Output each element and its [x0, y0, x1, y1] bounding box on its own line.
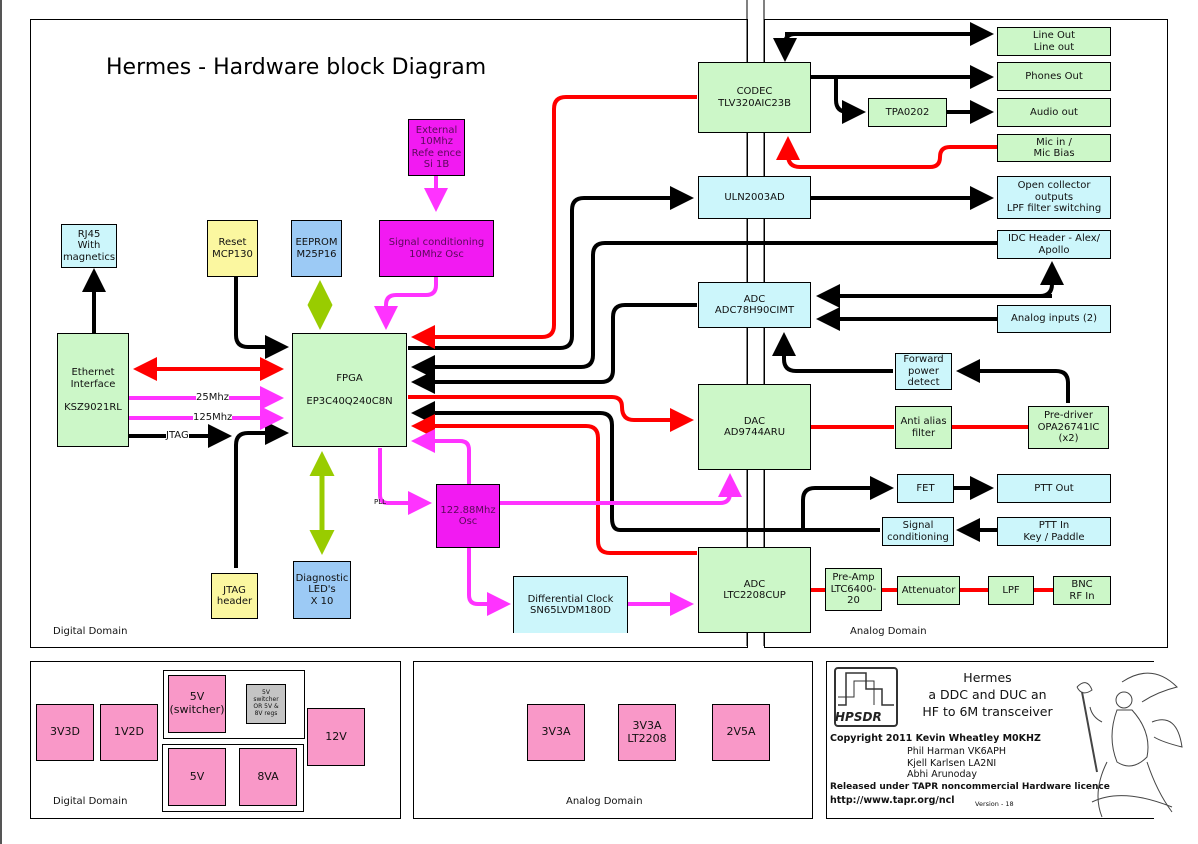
waveform-icon [838, 672, 894, 706]
ethernet-block[interactable]: Ethernet Interface KSZ9021RL [57, 333, 129, 447]
analog-power-frame [413, 661, 813, 819]
power-note: 5V switcher OR 5V & 8V regs [246, 684, 286, 724]
forward-power-block[interactable]: Forward power detect [895, 353, 952, 390]
signal-conditioning-osc-block[interactable]: Signal conditioning 10Mhz Osc [379, 220, 494, 277]
adc-fast-block[interactable]: ADC LTC2208CUP [698, 547, 811, 633]
rf-wires [133, 95, 1055, 592]
power-5v-switcher[interactable]: 5V (switcher) [168, 675, 226, 733]
credits-panel [826, 661, 1154, 819]
audio-out-block[interactable]: Audio out [997, 98, 1111, 127]
analog-inputs-block[interactable]: Analog inputs (2) [997, 305, 1111, 333]
wire-label-125mhz: 125Mhz [193, 412, 233, 423]
power-1v2d[interactable]: 1V2D [100, 704, 158, 761]
attenuator-block[interactable]: Attenuator [897, 576, 960, 605]
power-3v3a[interactable]: 3V3A [527, 704, 585, 761]
hermes-figure-icon [1076, 672, 1183, 818]
open-collector-block[interactable]: Open collector outputs LPF filter switch… [997, 176, 1111, 219]
idc-header-block[interactable]: IDC Header - Alex/ Apollo [997, 230, 1111, 259]
power-8va[interactable]: 8VA [239, 748, 297, 806]
clock-wires [128, 176, 742, 616]
phones-out-block[interactable]: Phones Out [997, 62, 1111, 91]
page-edge [0, 0, 2, 844]
wire-label-jtag: JTAG [166, 430, 189, 441]
hpsdr-logo-text: HPSDR [835, 710, 882, 724]
adc-slow-block[interactable]: ADC ADC78H90CIMT [698, 282, 811, 328]
eeprom-block[interactable]: EEPROM M25P16 [291, 220, 342, 277]
author-line-2: Phil Harman VK6APH [907, 746, 1007, 757]
licence-url[interactable]: http://www.tapr.org/ncl [830, 795, 955, 806]
bus-wires [307, 280, 335, 555]
digital-domain-label: Digital Domain [53, 626, 128, 637]
tpa0202-block[interactable]: TPA0202 [868, 98, 947, 127]
dac-block[interactable]: DAC AD9744ARU [698, 384, 811, 470]
signal-conditioning-block[interactable]: Signal conditioning [882, 517, 954, 546]
digital-power-domain-label: Digital Domain [53, 796, 128, 807]
switcher-group-frame [163, 670, 305, 739]
uln2003-block[interactable]: ULN2003AD [698, 176, 811, 219]
power-2v5a[interactable]: 2V5A [712, 704, 770, 761]
codec-block[interactable]: CODEC TLV320AIC23B [698, 62, 811, 133]
hpsdr-logo [834, 667, 898, 727]
diagnostic-leds-block[interactable]: Diagnostic LED's X 10 [293, 561, 351, 619]
wire-label-pll: PLL [374, 498, 387, 506]
mic-in-block[interactable]: Mic in / Mic Bias [997, 134, 1111, 162]
copyright-line: Copyright 2011 Kevin Wheatley M0KHZ [830, 733, 1041, 744]
licence-line: Released under TAPR noncommercial Hardwa… [830, 782, 1110, 792]
analog-domain-label: Analog Domain [850, 626, 927, 637]
ptt-out-block[interactable]: PTT Out [997, 474, 1111, 503]
fet-block[interactable]: FET [897, 474, 954, 503]
analog-power-domain-label: Analog Domain [566, 796, 643, 807]
pre-amp-block[interactable]: Pre-Amp LTC6400- 20 [825, 568, 882, 611]
version-label: Version - 18 [975, 800, 1014, 808]
anti-alias-block[interactable]: Anti alias filter [895, 406, 952, 449]
pre-driver-block[interactable]: Pre-driver OPA26741IC (x2) [1028, 406, 1109, 449]
reset-block[interactable]: Reset MCP130 [207, 220, 258, 277]
rj45-block[interactable]: RJ45 With magnetics [61, 224, 117, 268]
jtag-header-block[interactable]: JTAG header [211, 573, 258, 619]
differential-clock-block[interactable]: Differential Clock SN65LVDM180D [513, 576, 628, 633]
lpf-block[interactable]: LPF [988, 576, 1034, 605]
linear-reg-group-frame [162, 744, 304, 812]
power-5v[interactable]: 5V [168, 748, 226, 806]
line-out-block[interactable]: Line Out Line out [997, 27, 1111, 56]
diagram-title: Hermes - Hardware block Diagram [106, 55, 487, 80]
ptt-in-block[interactable]: PTT In Key / Paddle [997, 517, 1111, 546]
osc-122-block[interactable]: 122.88Mhz Osc [436, 484, 500, 548]
author-line-3: Kjell Karlsen LA2NI [907, 758, 997, 769]
ext-ref-block[interactable]: External 10Mhz Refe ence Si 1B [408, 119, 465, 176]
fpga-block[interactable]: FPGA EP3C40Q240C8N [292, 333, 407, 447]
power-12v[interactable]: 12V [307, 708, 365, 766]
power-3v3d[interactable]: 3V3D [36, 704, 94, 761]
wire-label-25mhz: 25Mhz [196, 392, 229, 403]
digital-power-frame [30, 661, 401, 819]
bnc-rf-in-block[interactable]: BNC RF In [1053, 576, 1111, 605]
credits-heading: Hermes a DDC and DUC an HF to 6M transce… [922, 670, 1053, 719]
power-3v3a-lt2208[interactable]: 3V3A LT2208 [618, 704, 676, 761]
author-line-4: Abhi Arunoday [907, 769, 977, 780]
